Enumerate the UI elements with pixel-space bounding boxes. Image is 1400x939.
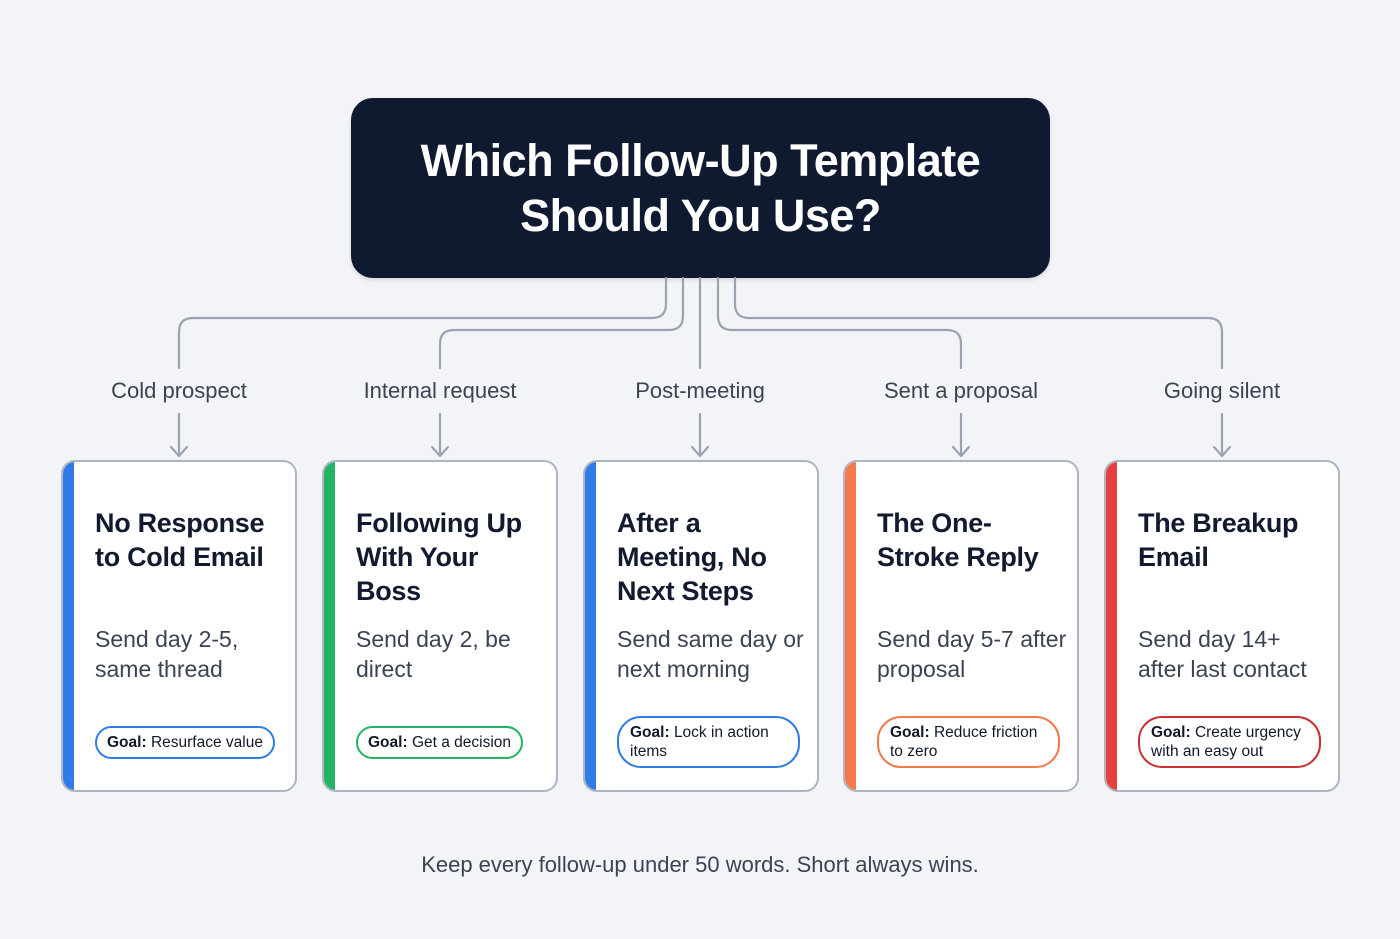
- goal-text: Create urgency with an easy out: [1151, 724, 1301, 760]
- goal-label: Goal:: [1151, 724, 1191, 741]
- branch-label-sent-proposal: Sent a proposal: [883, 378, 1039, 403]
- goal-label: Goal:: [890, 724, 930, 741]
- connector-going-silent: [733, 276, 1224, 370]
- title-line-2: Should You Use?: [520, 190, 881, 241]
- accent-bar-blue: [63, 462, 74, 790]
- card-title: After a Meeting, No Next Steps: [617, 508, 767, 606]
- footer-note: Keep every follow-up under 50 words. Sho…: [421, 852, 979, 877]
- goal-pill: Goal: Create urgency with an easy out: [1138, 716, 1321, 768]
- card-timing: Send day 2, be direct: [356, 626, 511, 682]
- goal-label: Goal:: [630, 724, 670, 741]
- arrow-down-icon: [951, 412, 971, 458]
- title-line-1: Which Follow-Up Template: [420, 135, 981, 186]
- template-card-boss: Following Up With Your Boss Send day 2, …: [322, 460, 558, 792]
- connector-sent-proposal: [716, 276, 963, 370]
- template-card-cold-email: No Response to Cold Email Send day 2-5, …: [61, 460, 297, 792]
- template-card-one-stroke: The One-Stroke Reply Send day 5-7 after …: [843, 460, 1079, 792]
- goal-pill: Goal: Lock in action items: [617, 716, 800, 768]
- branch-label-going-silent: Going silent: [1163, 378, 1281, 403]
- accent-bar-red: [1106, 462, 1117, 790]
- branch-label-cold-prospect: Cold prospect: [111, 378, 247, 403]
- connector-cold-prospect: [177, 276, 668, 370]
- card-title: The One-Stroke Reply: [877, 508, 1039, 572]
- branch-label-internal-request: Internal request: [363, 378, 517, 403]
- goal-pill: Goal: Resurface value: [95, 726, 275, 759]
- connector-internal-request: [438, 276, 685, 370]
- accent-bar-orange: [845, 462, 856, 790]
- arrow-down-icon: [690, 412, 710, 458]
- arrow-down-icon: [1212, 412, 1232, 458]
- arrow-down-icon: [169, 412, 189, 458]
- goal-pill: Goal: Reduce friction to zero: [877, 716, 1060, 768]
- arrow-down-icon: [430, 412, 450, 458]
- goal-label: Goal:: [107, 734, 147, 751]
- card-timing: Send day 14+ after last contact: [1138, 626, 1307, 682]
- card-timing: Send day 5-7 after proposal: [877, 626, 1067, 682]
- title-box: Which Follow-Up Template Should You Use?: [351, 98, 1050, 278]
- goal-text: Get a decision: [411, 734, 512, 751]
- goal-text: Resurface value: [150, 734, 263, 751]
- accent-bar-blue: [585, 462, 596, 790]
- goal-text: Reduce friction to zero: [890, 724, 1038, 760]
- template-card-after-meeting: After a Meeting, No Next Steps Send same…: [583, 460, 819, 792]
- goal-label: Goal:: [368, 734, 408, 751]
- branch-label-post-meeting: Post-meeting: [635, 378, 765, 403]
- accent-bar-green: [324, 462, 335, 790]
- goal-text: Lock in action items: [630, 724, 769, 760]
- template-card-breakup: The Breakup Email Send day 14+ after las…: [1104, 460, 1340, 792]
- goal-pill: Goal: Get a decision: [356, 726, 524, 759]
- card-timing: Send day 2-5, same thread: [95, 626, 239, 682]
- card-title: The Breakup Email: [1138, 508, 1299, 572]
- card-title: Following Up With Your Boss: [356, 508, 522, 606]
- card-title: No Response to Cold Email: [95, 508, 265, 572]
- card-timing: Send same day or next morning: [617, 626, 804, 682]
